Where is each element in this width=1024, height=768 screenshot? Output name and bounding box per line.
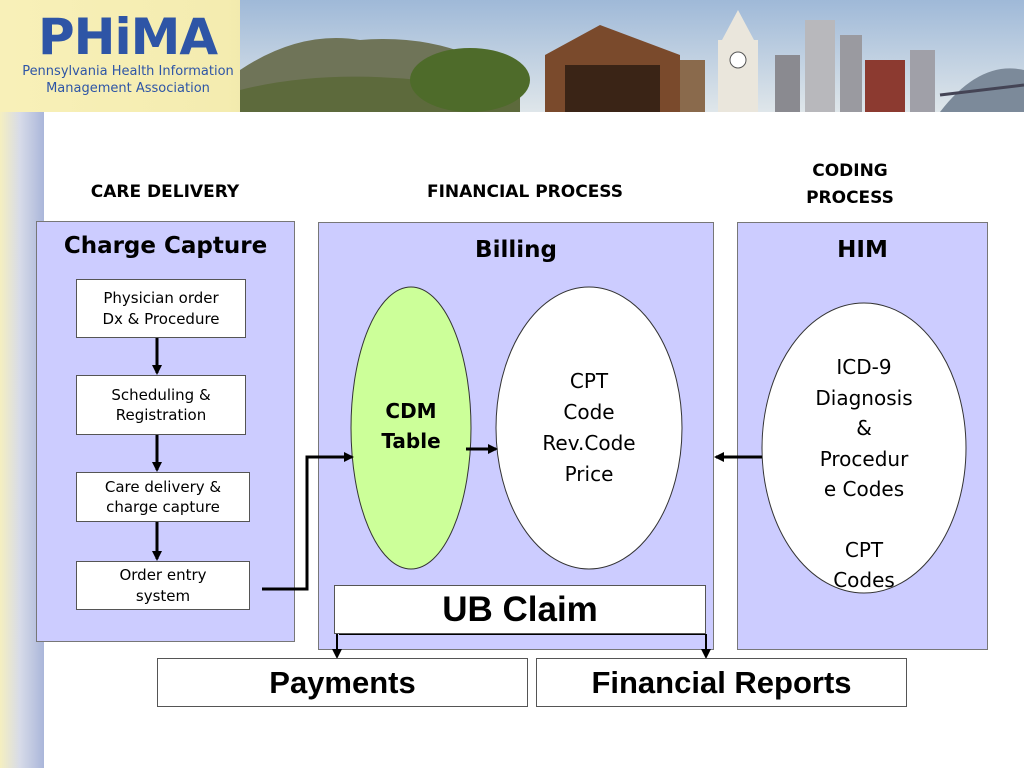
header-banner: PHiMA Pennsylvania Health Information Ma… <box>0 0 1024 112</box>
heading-coding-process: CODING PROCESS <box>760 158 940 212</box>
heading-coding-process-line-1: CODING <box>812 161 888 181</box>
cpt-code-oval <box>495 286 683 570</box>
him-line-4: Procedur <box>819 446 909 471</box>
step-2-line-1: Scheduling & <box>111 385 211 404</box>
him-line-2: Diagnosis <box>815 385 913 410</box>
him-line-7: CPT <box>844 537 884 562</box>
cdm-table-oval <box>350 286 472 570</box>
step-4-line-2: system <box>135 586 191 605</box>
him-spacer <box>764 505 964 535</box>
step-2-line-2: Registration <box>115 406 207 424</box>
step-3-line-2: charge capture <box>106 498 220 516</box>
org-name-line-2: Management Association <box>46 81 210 96</box>
him-line-5: e Codes <box>823 477 905 501</box>
him-line-3: & <box>856 416 872 440</box>
him-codes-label: ICD-9 Diagnosis & Procedur e Codes CPT C… <box>764 352 964 596</box>
cpt-line-1: CPT <box>569 369 609 393</box>
him-line-1: ICD-9 <box>836 355 892 379</box>
org-name-line-1: Pennsylvania Health Information <box>22 64 234 79</box>
header-scenery <box>240 0 1024 112</box>
billing-title: Billing <box>475 237 557 263</box>
ub-claim-box: UB Claim <box>334 585 706 634</box>
cdm-line-2: Table <box>381 429 441 453</box>
logo: PHiMA <box>38 8 218 66</box>
him-codes-oval <box>761 302 967 594</box>
him-title: HIM <box>837 237 888 263</box>
cdm-line-1: CDM <box>385 399 437 423</box>
step-1-line-2: Dx & Procedure <box>102 309 220 328</box>
step-3-line-1: Care delivery & <box>104 477 222 496</box>
charge-capture-title: Charge Capture <box>63 233 268 259</box>
cpt-line-2: Code <box>563 400 615 424</box>
step-4-line-1: Order entry <box>119 566 207 585</box>
step-1-line-1: Physician order <box>103 289 219 308</box>
step-care-delivery: Care delivery & charge capture <box>76 472 250 522</box>
arrow-order-entry-to-cdm <box>262 452 354 591</box>
heading-coding-process-line-2: PROCESS <box>806 188 894 208</box>
cpt-code-label: CPT Code Rev.Code Price <box>496 366 682 490</box>
cdm-table-label: CDM Table <box>351 396 471 456</box>
cpt-line-3: Rev.Code <box>542 431 636 455</box>
payments-box: Payments <box>157 658 528 707</box>
heading-care-delivery: CARE DELIVERY <box>90 182 240 202</box>
him-line-8: Codes <box>833 568 895 592</box>
heading-financial-process: FINANCIAL PROCESS <box>426 182 624 202</box>
cpt-line-4: Price <box>564 462 614 486</box>
step-scheduling-registration: Scheduling & Registration <box>76 375 246 435</box>
financial-reports-box: Financial Reports <box>536 658 907 707</box>
